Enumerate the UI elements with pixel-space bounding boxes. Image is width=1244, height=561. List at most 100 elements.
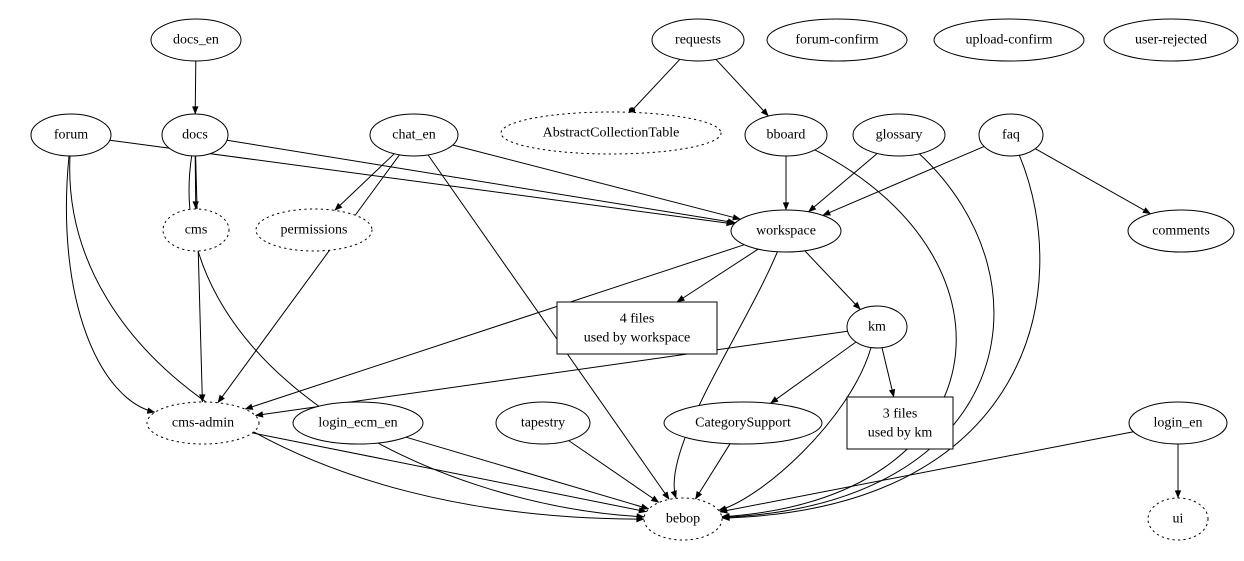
node-label-workspace: workspace	[756, 224, 816, 239]
ellipse-shape-forum	[30, 113, 112, 157]
node-forum-confirm: forum-confirm	[766, 18, 908, 62]
node-label-login_en: login_en	[1154, 416, 1203, 431]
ellipse-shape-docs_en	[150, 18, 242, 62]
node-faq: faq	[978, 113, 1044, 157]
ellipse-shape-user-rejected	[1103, 18, 1239, 62]
box-shape-files3	[846, 396, 954, 450]
node-layer: docs_en requests forum-confirm upload-confi…	[30, 18, 1239, 541]
edge-workspace-to-files4	[676, 248, 759, 303]
ellipse-shape-ui	[1147, 497, 1209, 541]
node-login_ecm_en: login_ecm_en	[292, 401, 424, 445]
node-bboard: bboard	[744, 113, 828, 157]
node-label-requests: requests	[675, 33, 721, 48]
edge-workspace-to-km	[804, 250, 861, 310]
edge-faq-to-workspace	[822, 145, 985, 216]
node-requests: requests	[651, 18, 745, 62]
edge-chat_en-to-bebop	[427, 154, 670, 500]
edge-requests-to-AbstractCollectionTable	[628, 58, 681, 114]
node-label-forum: forum	[54, 128, 88, 143]
node-label-docs: docs	[182, 128, 208, 143]
edge-faq-to-bebop	[721, 155, 1041, 521]
node-label-chat_en: chat_en	[392, 128, 436, 143]
box-shape-files4	[556, 301, 718, 355]
ellipse-shape-tapestry	[495, 401, 591, 445]
edge-bboard-to-bebop	[721, 149, 957, 520]
edge-layer	[65, 58, 1182, 523]
node-label-km: km	[868, 320, 886, 335]
edge-CategorySupport-to-bebop	[694, 443, 731, 500]
node-forum: forum	[30, 113, 112, 157]
edge-docs-to-cms-admin	[195, 155, 206, 403]
node-cms: cms	[162, 208, 230, 252]
node-bebop: bebop	[643, 497, 723, 541]
ellipse-shape-glossary	[852, 113, 946, 157]
edge-workspace-to-bebop	[670, 251, 778, 499]
node-comments: comments	[1127, 209, 1235, 253]
ellipse-shape-bebop	[643, 497, 723, 541]
node-label-forum-confirm: forum-confirm	[795, 33, 878, 48]
node-docs_en: docs_en	[150, 18, 242, 62]
ellipse-shape-CategorySupport	[663, 401, 823, 445]
node-permissions: permissions	[255, 208, 373, 252]
ellipse-shape-comments	[1127, 209, 1235, 253]
ellipse-shape-bboard	[744, 113, 828, 157]
edge-glossary-to-bebop	[721, 153, 995, 521]
ellipse-shape-login_en	[1128, 401, 1228, 445]
edge-km-to-bebop	[718, 347, 872, 512]
ellipse-shape-workspace	[730, 209, 842, 253]
node-label-comments: comments	[1152, 224, 1210, 239]
edge-login_en-to-bebop	[719, 431, 1134, 514]
node-login_en: login_en	[1128, 401, 1228, 445]
edge-docs-to-workspace	[226, 139, 736, 225]
edge-km-to-CategorySupport	[770, 341, 857, 404]
edge-cms-admin-to-bebop	[252, 432, 647, 514]
ellipse-shape-permissions	[255, 208, 373, 252]
node-label-CategorySupport: CategorySupport	[695, 416, 791, 431]
node-label-user-rejected: user-rejected	[1135, 33, 1207, 48]
ellipse-shape-cms-admin	[146, 401, 260, 445]
node-glossary: glossary	[852, 113, 946, 157]
edge-km-to-cms-admin	[255, 330, 848, 418]
node-km: km	[846, 305, 908, 349]
ellipse-shape-requests	[651, 18, 745, 62]
node-AbstractCollectionTable: AbstractCollectionTable	[500, 111, 722, 155]
node-label-cms-admin: cms-admin	[172, 416, 234, 431]
node-label-tapestry: tapestry	[521, 416, 565, 431]
node-label-upload-confirm: upload-confirm	[965, 33, 1052, 48]
edge-docs_en-to-docs	[192, 60, 199, 115]
node-ui: ui	[1147, 497, 1209, 541]
node-label-bebop: bebop	[666, 512, 700, 527]
ellipse-shape-login_ecm_en	[292, 401, 424, 445]
node-cms-admin: cms-admin	[146, 401, 260, 445]
node-CategorySupport: CategorySupport	[663, 401, 823, 445]
edge-requests-to-bboard	[715, 58, 769, 117]
node-label-docs_en: docs_en	[173, 33, 219, 48]
ellipse-shape-forum-confirm	[766, 18, 908, 62]
node-upload-confirm: upload-confirm	[933, 18, 1085, 62]
ellipse-shape-docs	[161, 113, 229, 157]
node-workspace: workspace	[730, 209, 842, 253]
edge-login_ecm_en-to-bebop	[405, 436, 650, 510]
node-label-permissions: permissions	[281, 223, 348, 238]
edge-km-to-files3	[881, 347, 896, 398]
node-chat_en: chat_en	[369, 113, 459, 157]
ellipse-shape-AbstractCollectionTable	[500, 111, 722, 155]
node-docs: docs	[161, 113, 229, 157]
edge-docs-to-cms	[192, 155, 199, 210]
ellipse-shape-upload-confirm	[933, 18, 1085, 62]
edge-tapestry-to-bebop	[568, 440, 660, 503]
node-label-ui: ui	[1173, 512, 1184, 527]
ellipse-shape-km	[846, 305, 908, 349]
edge-chat_en-to-permissions	[334, 153, 395, 211]
node-label-login_ecm_en: login_ecm_en	[318, 416, 397, 431]
edge-chat_en-to-workspace	[452, 144, 741, 221]
node-label-AbstractCollectionTable: AbstractCollectionTable	[543, 126, 680, 141]
edge-glossary-to-workspace	[808, 153, 878, 213]
edge-forum-to-cms-admin	[65, 155, 156, 414]
